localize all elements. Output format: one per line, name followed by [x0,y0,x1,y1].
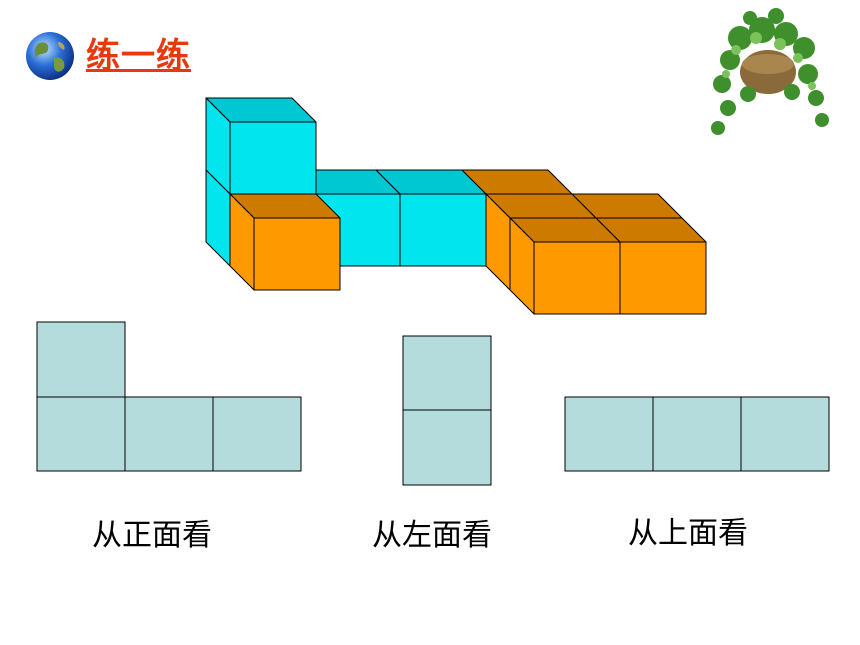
potted-plant-image [711,8,829,135]
top-view-caption: 从上面看 [628,516,748,551]
top-view-cell [740,396,830,472]
left-view-caption: 从左面看 [372,518,492,553]
left-view-cell [402,409,492,486]
cube-front-1 [229,193,341,291]
top-view-cell [564,396,654,472]
cube-right-back-1 [485,193,597,291]
cube-stack-top [205,97,317,195]
cube-right-front-1 [509,217,621,315]
cube-back-3 [375,169,487,267]
left-view-cell [402,335,492,411]
page-title: 练一练 [86,36,191,76]
globe-icon [26,32,74,80]
front-view-cell [212,396,302,472]
front-view-cell [36,396,126,472]
cube-right-front-2 [595,217,707,315]
top-view-cell [652,396,742,472]
front-view-caption: 从正面看 [92,518,212,553]
front-view-cell [124,396,214,472]
